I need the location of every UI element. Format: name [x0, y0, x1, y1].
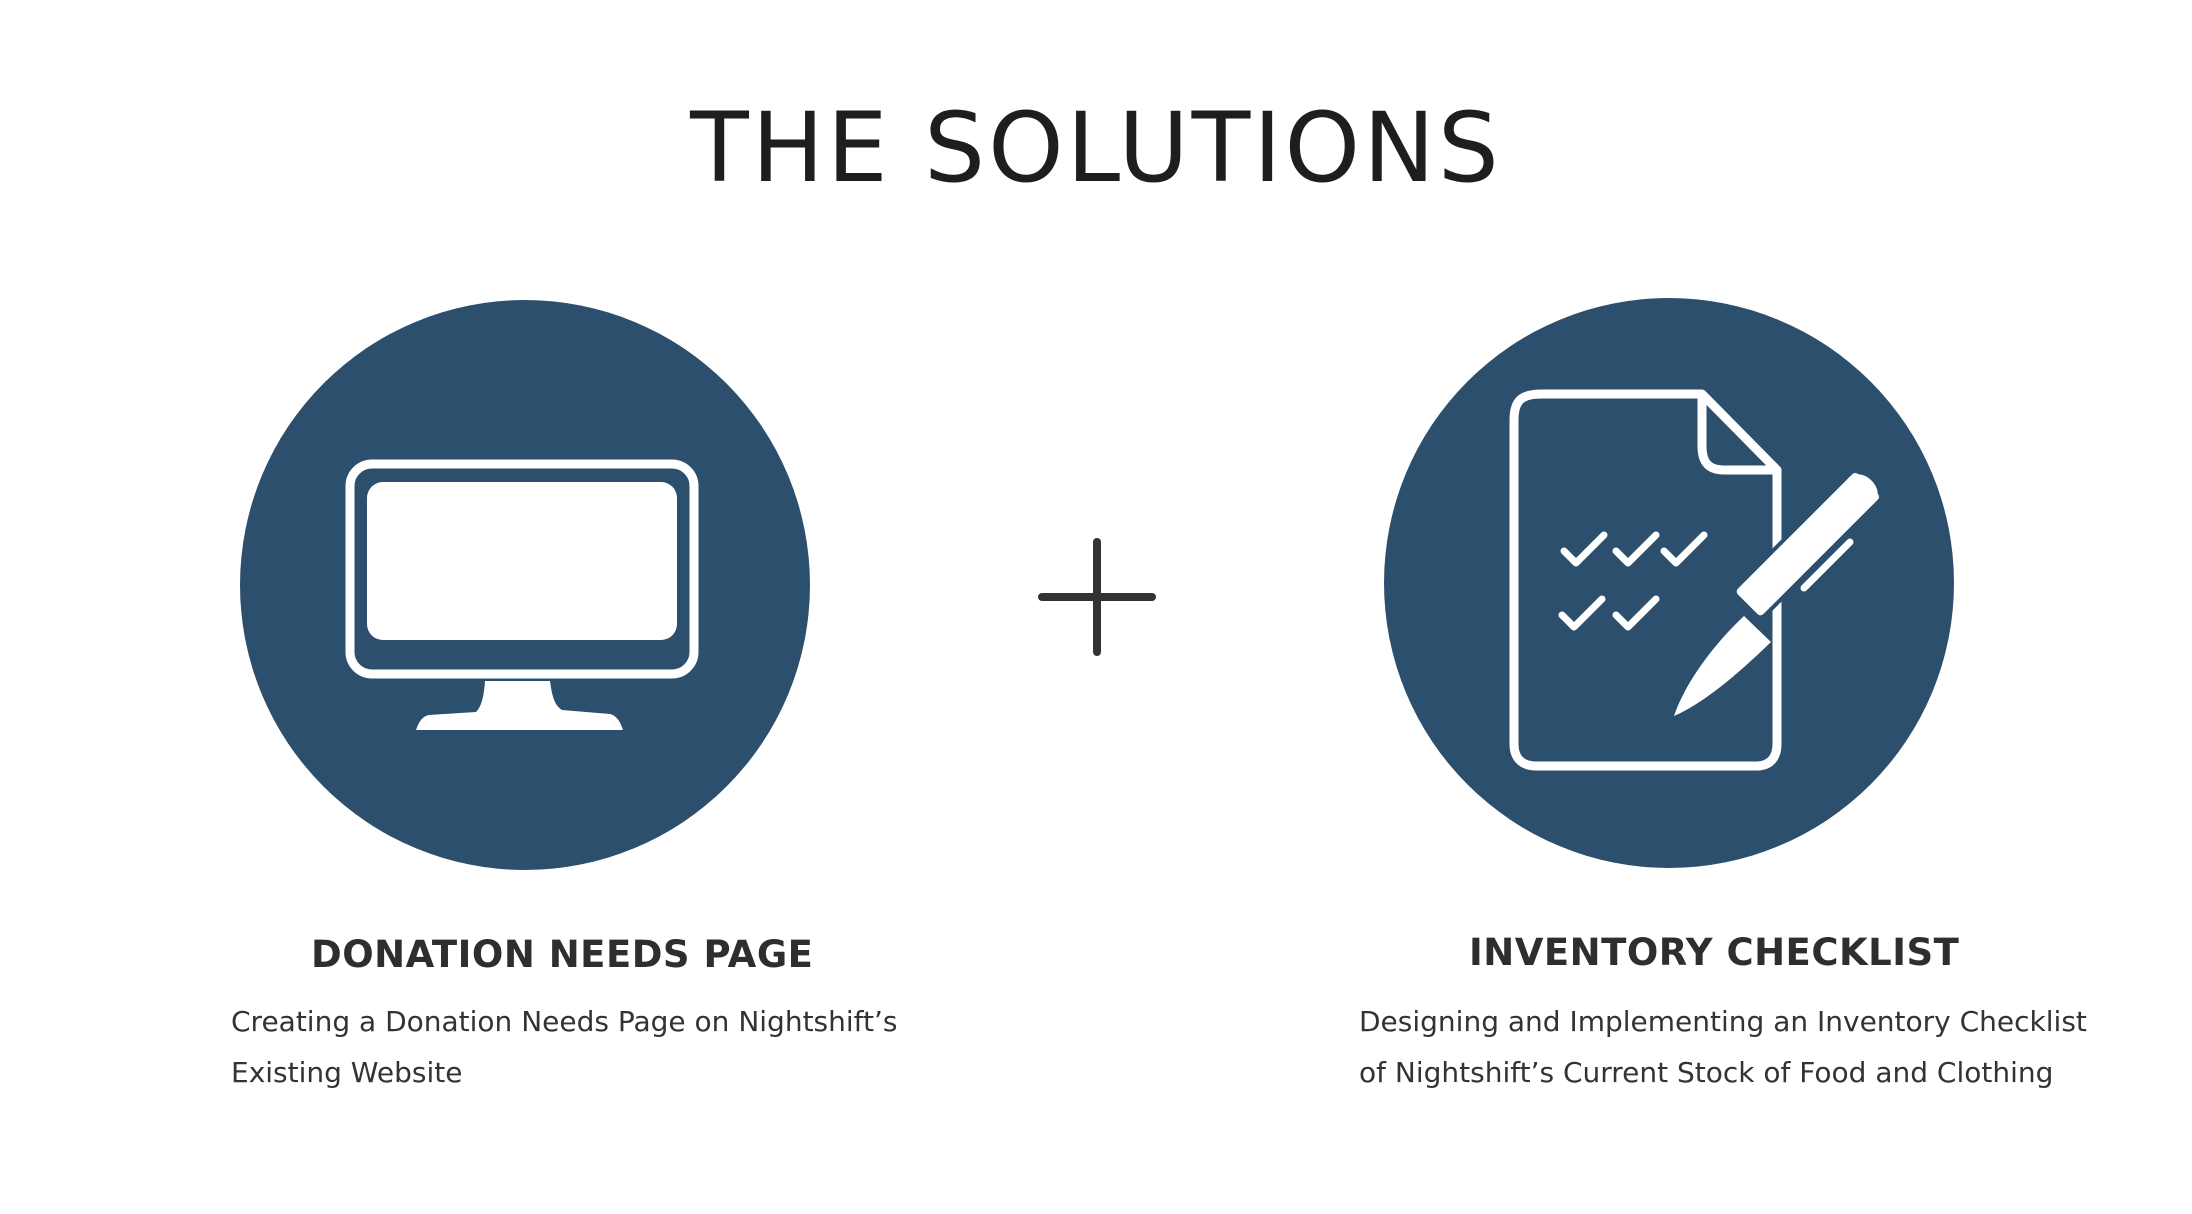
donation-needs-heading: DONATION NEEDS PAGE: [311, 933, 814, 976]
page-title: THE SOLUTIONS: [690, 92, 1502, 204]
description-line: Existing Website: [231, 1056, 463, 1089]
description-line: Designing and Implementing an Inventory …: [1359, 1005, 2087, 1038]
solution-circle-inventory: [1384, 298, 1954, 868]
monitor-icon: [345, 459, 699, 730]
donation-needs-description: Creating a Donation Needs Page on Nights…: [231, 996, 898, 1098]
solution-circle-donation: [240, 300, 810, 870]
description-line: of Nightshift’s Current Stock of Food an…: [1359, 1056, 2054, 1089]
plus-icon: [1038, 538, 1156, 656]
checklist-document-pen-icon: [1509, 389, 1892, 771]
inventory-checklist-heading: INVENTORY CHECKLIST: [1469, 931, 1960, 974]
description-line: Creating a Donation Needs Page on Nights…: [231, 1005, 898, 1038]
inventory-checklist-description: Designing and Implementing an Inventory …: [1359, 996, 2087, 1098]
